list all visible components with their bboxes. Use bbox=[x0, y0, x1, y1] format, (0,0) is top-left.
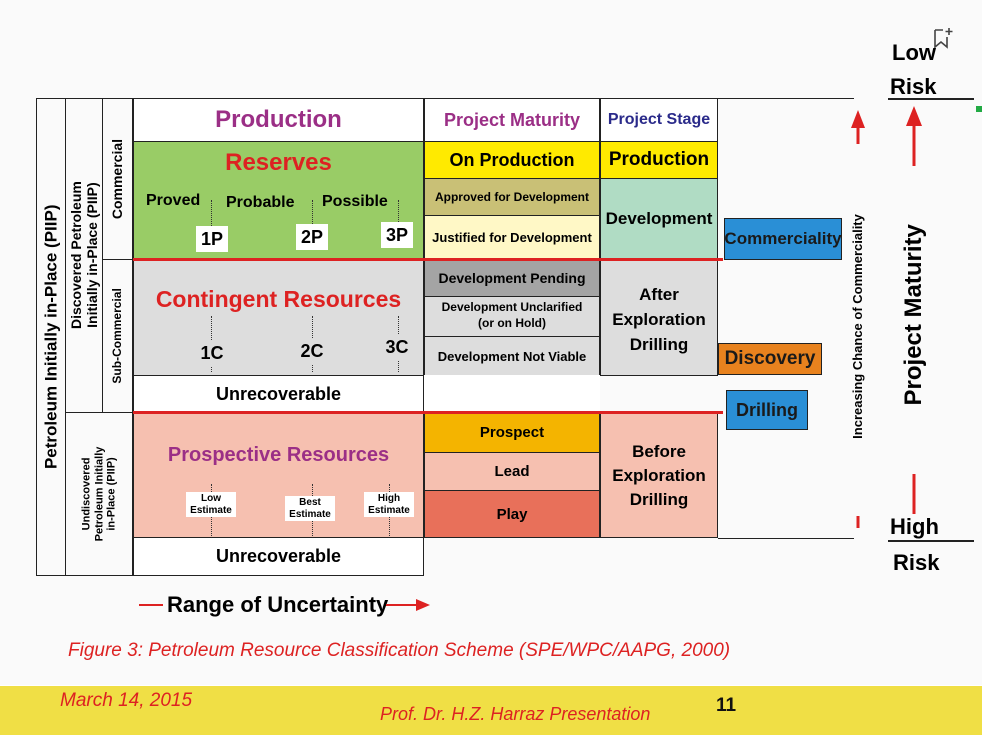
code-1p: 1P bbox=[196, 226, 228, 252]
stage-after-exploration bbox=[600, 259, 718, 376]
low-risk-line bbox=[888, 98, 974, 100]
outline-top bbox=[718, 98, 854, 99]
unrecoverable-discovered: Unrecoverable bbox=[133, 375, 424, 413]
reserves-divider bbox=[312, 200, 313, 226]
sub-commercial-label: Sub-Commercial bbox=[109, 288, 124, 384]
low-risk-label: Risk bbox=[890, 74, 937, 99]
best-estimate-label: Best Estimate bbox=[285, 496, 335, 521]
maturity-header: Project Maturity bbox=[424, 98, 600, 142]
high-risk-line bbox=[888, 540, 974, 542]
footer-bar bbox=[0, 686, 982, 735]
chance-label: Increasing Chance of Commerciality bbox=[849, 213, 865, 439]
footer-author: Prof. Dr. H.Z. Harraz Presentation bbox=[380, 704, 651, 724]
discovery-line bbox=[133, 411, 723, 414]
maturity-unclarified-l2: (or on Hold) bbox=[478, 316, 546, 330]
sub-commercial-column bbox=[102, 259, 133, 413]
bookmark-add-icon[interactable] bbox=[932, 26, 954, 50]
range-arrow-icon bbox=[386, 598, 432, 612]
chance-arrow bbox=[848, 108, 868, 528]
undiscovered-column bbox=[65, 412, 133, 576]
project-maturity-label: Project Maturity bbox=[900, 224, 928, 406]
maturity-lead: Lead bbox=[424, 452, 600, 491]
low-label: Low bbox=[892, 40, 936, 65]
code-1c: 1C bbox=[196, 340, 228, 366]
green-marker bbox=[976, 106, 982, 112]
maturity-unclarified-l1: Development Unclarified bbox=[441, 300, 583, 314]
stage-development: Development bbox=[600, 178, 718, 260]
prospective-title: Prospective Resources bbox=[167, 443, 390, 466]
maturity-justified: Justified for Development bbox=[424, 215, 600, 260]
drilling-marker: Drilling bbox=[726, 390, 808, 430]
contingent-box bbox=[133, 259, 424, 376]
contingent-title: Contingent Resources bbox=[155, 285, 402, 312]
range-line-left bbox=[139, 604, 163, 606]
maturity-not-viable: Development Not Viable bbox=[424, 336, 600, 376]
maturity-play: Play bbox=[424, 490, 600, 538]
maturity-arrow bbox=[903, 104, 925, 524]
stage-before-exploration bbox=[600, 412, 718, 538]
page-number: 11 bbox=[716, 695, 737, 716]
code-3p: 3P bbox=[381, 222, 413, 248]
discovery-marker: Discovery bbox=[718, 343, 822, 375]
reserves-divider bbox=[211, 200, 212, 226]
commerciality-line bbox=[133, 258, 723, 261]
reserves-possible: Possible bbox=[322, 193, 388, 210]
maturity-pending: Development Pending bbox=[424, 259, 600, 297]
maturity-approved: Approved for Development bbox=[424, 178, 600, 216]
footer-date: March 14, 2015 bbox=[60, 690, 193, 711]
stage-header: Project Stage bbox=[600, 98, 718, 142]
high-estimate-label: High Estimate bbox=[364, 492, 414, 517]
reserves-probable: Probable bbox=[226, 194, 295, 211]
outline-bottom bbox=[718, 538, 854, 539]
high-label: High bbox=[890, 514, 939, 539]
maturity-gap bbox=[424, 375, 600, 413]
reserves-title: Reserves bbox=[225, 149, 332, 176]
piip-label: Petroleum Initially in-Place (PIIP) bbox=[41, 204, 61, 470]
maturity-prospect: Prospect bbox=[424, 412, 600, 453]
reserves-divider bbox=[398, 200, 399, 226]
low-estimate-label: Low Estimate bbox=[186, 492, 236, 517]
maturity-unclarified bbox=[424, 296, 600, 337]
commerciality-marker: Commerciality bbox=[724, 218, 842, 260]
commercial-label: Commercial bbox=[109, 138, 126, 220]
unrecoverable-undiscovered: Unrecoverable bbox=[133, 537, 424, 576]
figure-caption: Figure 3: Petroleum Resource Classificat… bbox=[68, 640, 731, 661]
reserves-box bbox=[133, 141, 424, 260]
code-2c: 2C bbox=[296, 338, 328, 364]
high-risk-label: Risk bbox=[893, 550, 940, 575]
code-3c: 3C bbox=[381, 334, 413, 360]
prospective-box bbox=[133, 412, 424, 538]
production-class: Production bbox=[133, 98, 424, 142]
reserves-proved: Proved bbox=[146, 192, 201, 209]
stage-production: Production bbox=[600, 141, 718, 179]
range-of-uncertainty: Range of Uncertainty bbox=[167, 592, 389, 617]
code-2p: 2P bbox=[296, 224, 328, 250]
maturity-on-production: On Production bbox=[424, 141, 600, 179]
